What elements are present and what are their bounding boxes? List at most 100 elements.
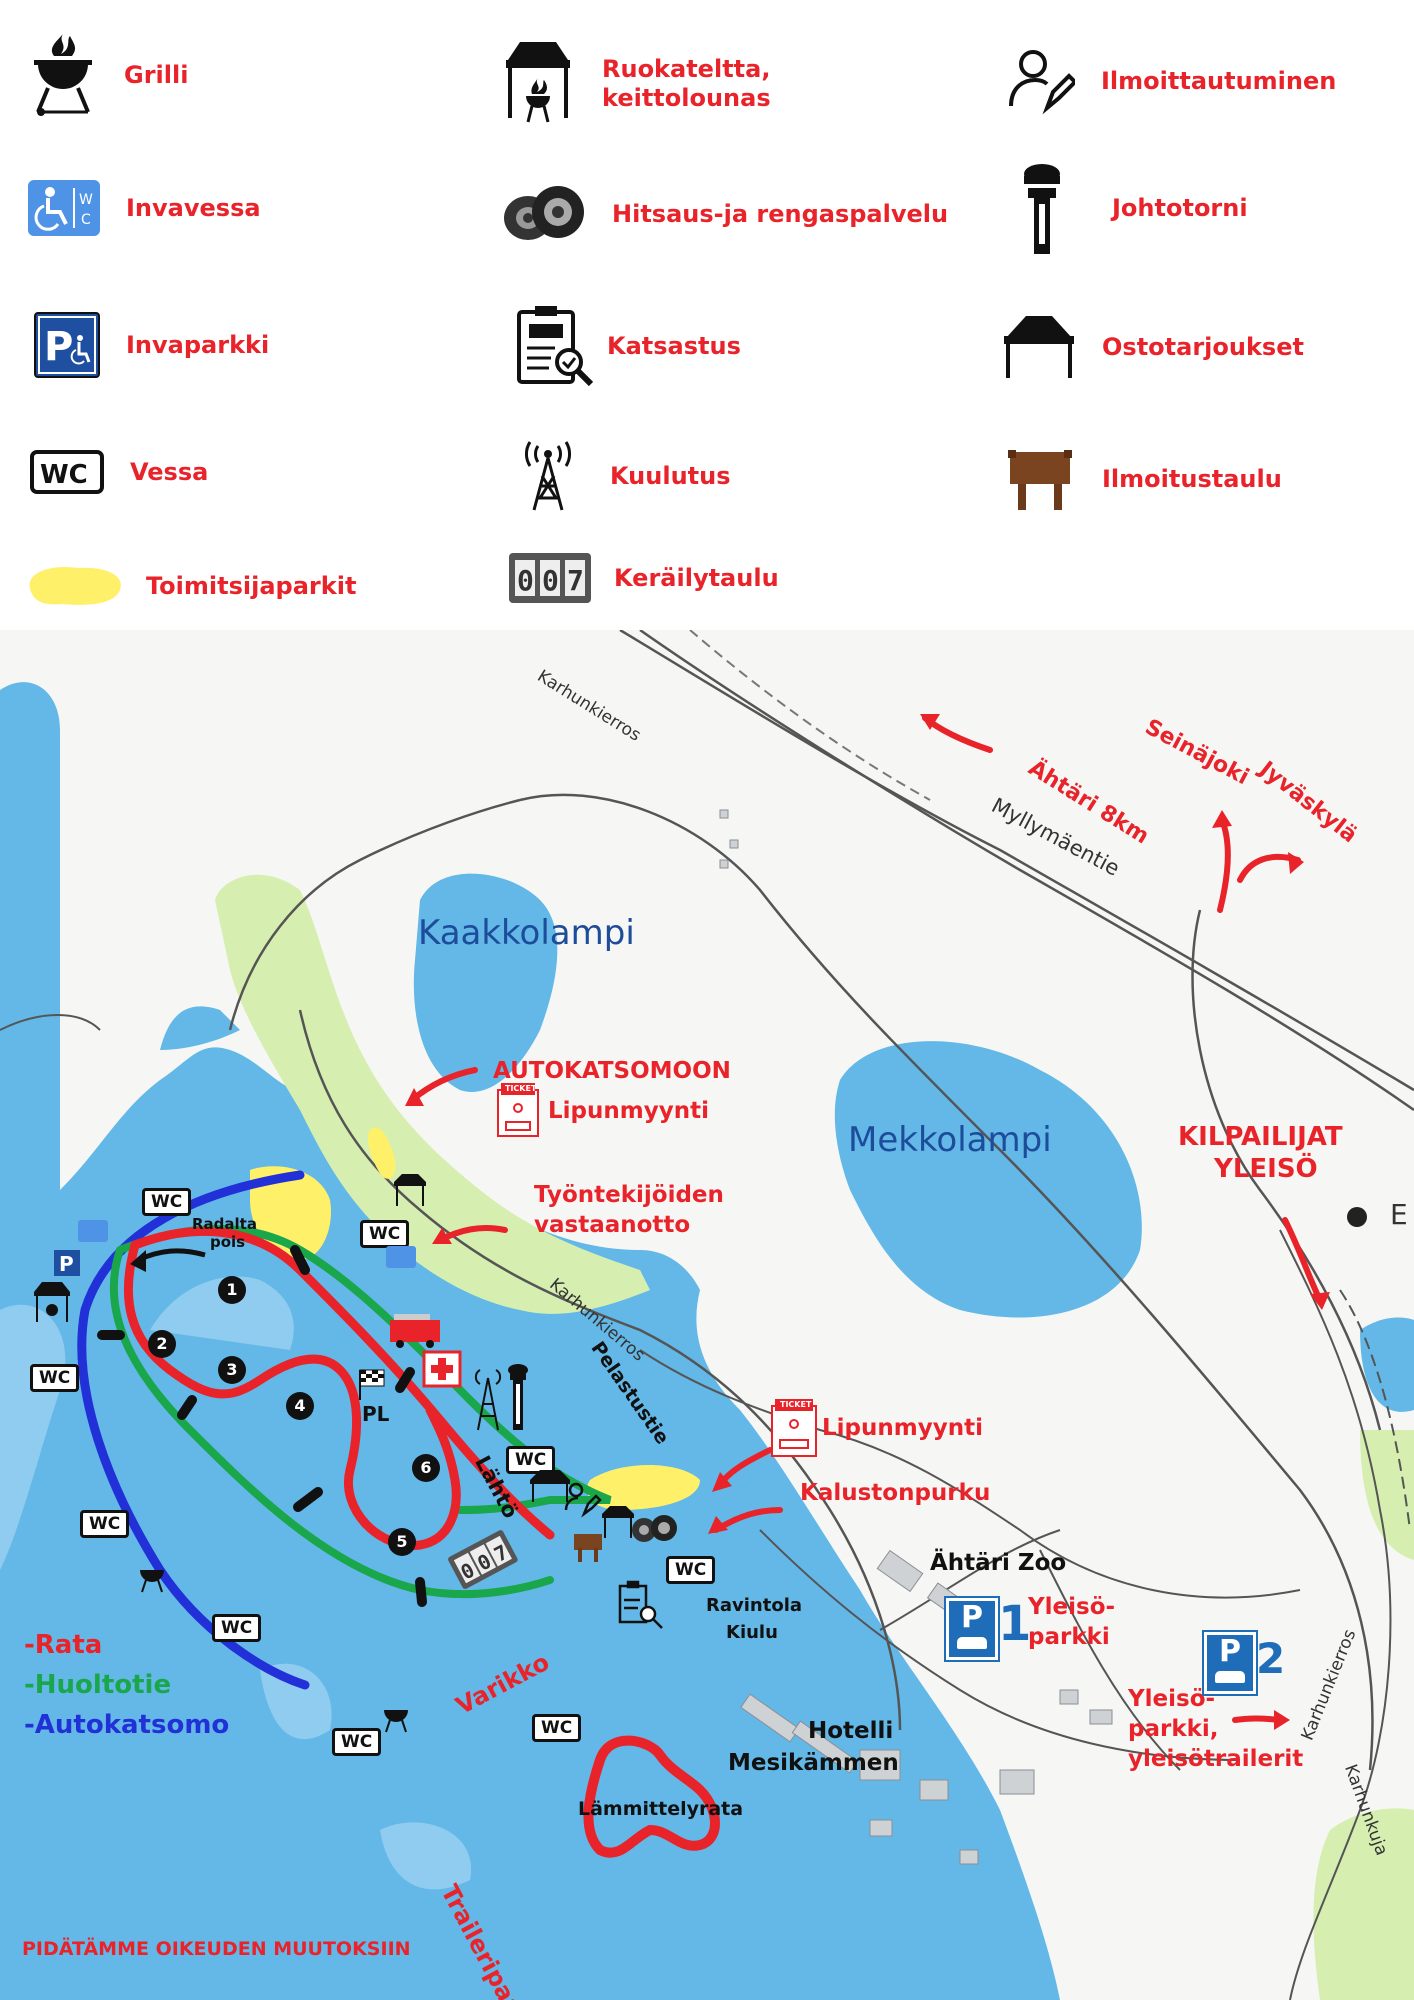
track-number-3: 3 (218, 1356, 246, 1384)
wc-marker: WC (30, 1364, 80, 1392)
label-yleisoparkki-2b: parkki, (1128, 1716, 1219, 1742)
public-parking-2-number: 2 (1256, 1634, 1286, 1683)
svg-text:WC: WC (40, 460, 88, 490)
parking-letter: P (1219, 1634, 1241, 1669)
rata-route (123, 1226, 555, 1550)
event-map: Kaakkolampi Mekkolampi Karhunkierros Myl… (0, 630, 1414, 2000)
legend-item-toimitsijaparkit: Toimitsijaparkit (22, 562, 356, 610)
official-parking-icon (29, 566, 121, 605)
control-tower-icon (1024, 164, 1060, 254)
legend-item-grilli: Grilli (28, 30, 188, 120)
wc-marker: WC (506, 1446, 556, 1474)
legend-label-hitsaus: Hitsaus-ja rengaspalvelu (612, 199, 949, 228)
public-parking-2-sign: P (1202, 1630, 1258, 1696)
lammittelyrata-loop (583, 1735, 720, 1858)
wc-marker: WC (142, 1188, 192, 1216)
map-base (0, 630, 1414, 2000)
track-number-6: 6 (412, 1454, 440, 1482)
route-legend-rata: -Rata (24, 1630, 103, 1660)
public-parking-1-sign: P (944, 1596, 1000, 1662)
label-disclaimer: PIDÄTÄMME OIKEUDEN MUUTOKSIIN (22, 1938, 411, 1960)
legend-item-ostotarjoukset: Ostotarjoukset (1002, 314, 1304, 380)
label-lipunmyynti-1: Lipunmyynti (548, 1098, 709, 1124)
wc-marker: WC (532, 1714, 582, 1742)
tent-icon (1004, 316, 1074, 378)
svg-text:0: 0 (542, 564, 559, 597)
svg-text:C: C (81, 212, 91, 228)
label-yleisoparkki-2c: yleisötrailerit (1128, 1746, 1304, 1772)
parking-letter: P (961, 1600, 983, 1635)
svg-text:P: P (44, 324, 73, 370)
legend-label-grilli: Grilli (124, 60, 189, 89)
legend-label-ostotarjoukset: Ostotarjoukset (1102, 332, 1304, 361)
label-yleisoparkki-1b: parkki (1028, 1624, 1110, 1650)
label-ravintola-2: Kiulu (726, 1622, 778, 1643)
track-number-5: 5 (388, 1528, 416, 1556)
mekkolampi-lake (834, 1041, 1142, 1318)
legend-item-ilmoitustaulu: Ilmoitustaulu (1008, 448, 1282, 510)
legend-item-ilmoittautuminen: Ilmoittautuminen (1005, 46, 1336, 116)
direction-kilpailijat: KILPAILIJAT (1178, 1122, 1343, 1152)
label-pl: PL (362, 1402, 390, 1426)
legend-label-johtotorni: Johtotorni (1112, 193, 1248, 222)
wc-marker: WC (332, 1728, 382, 1756)
tires-icon (504, 186, 584, 240)
legend-item-invavessa: W C Invavessa (28, 180, 261, 236)
legend-label-ilmoittautuminen: Ilmoittautuminen (1101, 66, 1337, 95)
car-icon (1215, 1671, 1245, 1683)
notice-board-icon (1008, 450, 1072, 510)
wc-icon: WC (30, 450, 104, 494)
label-tyontekijoiden-1: Työntekijöiden (534, 1182, 724, 1208)
legend-label-invaparkki: Invaparkki (126, 330, 270, 359)
legend-label-toimitsijaparkit: Toimitsijaparkit (146, 571, 357, 600)
route-legend-huoltotie: -Huoltotie (24, 1670, 172, 1700)
lake-label-kaakkolampi: Kaakkolampi (418, 913, 635, 953)
legend-item-hitsaus: Hitsaus-ja rengaspalvelu (500, 182, 948, 246)
kaakkolampi-lake (413, 873, 558, 1092)
legend-item-kuulutus: Kuulutus (520, 440, 731, 512)
wc-marker: WC (80, 1510, 130, 1538)
legend-label-ilmoitustaulu: Ilmoitustaulu (1102, 464, 1282, 493)
parkland (215, 874, 650, 1314)
label-kalustonpurku: Kalustonpurku (800, 1480, 991, 1506)
label-hotelli-1: Hotelli (808, 1718, 894, 1744)
legend-label-invavessa: Invavessa (126, 193, 261, 222)
legend-label-ruokateltta: Ruokateltta, keittolounas (602, 55, 771, 112)
food-tent-icon (506, 42, 570, 123)
legend-item-katsastus: Katsastus (515, 304, 741, 388)
label-lipunmyynti-2: Lipunmyynti (822, 1415, 983, 1441)
broadcast-icon (525, 441, 571, 511)
legend-label-kerailytaulu: Keräilytaulu (614, 563, 779, 592)
svg-text:0: 0 (517, 564, 534, 597)
legend-item-kerailytaulu: 0 0 7 Keräilytaulu (508, 552, 779, 604)
track-number-2: 2 (148, 1330, 176, 1358)
label-hotelli-2: Mesikämmen (728, 1750, 899, 1776)
label-zoo: Ähtäri Zoo (930, 1550, 1067, 1576)
legend-label-vessa: Vessa (130, 457, 209, 486)
lake-label-mekkolampi: Mekkolampi (848, 1120, 1052, 1160)
registration-icon (1009, 50, 1075, 115)
public-parking-1-number: 1 (998, 1596, 1032, 1652)
accessible-parking-icon: P (34, 312, 100, 378)
wc-marker: WC (666, 1556, 716, 1584)
label-radalta-1: Radalta (192, 1215, 257, 1233)
direction-yleiso: YLEISÖ (1214, 1154, 1318, 1184)
svg-text:W: W (79, 192, 93, 208)
legend-item-ruokateltta: Ruokateltta, keittolounas (500, 38, 802, 130)
score-board-icon: 0 0 7 (509, 553, 591, 603)
legend-label-kuulutus: Kuulutus (610, 461, 731, 490)
accessible-wc-icon: W C (28, 180, 100, 236)
wc-marker: WC (360, 1220, 410, 1248)
legend-item-invaparkki: P Invaparkki (34, 312, 269, 378)
label-yleisoparkki-1a: Yleisö- (1028, 1594, 1116, 1620)
legend-item-vessa: WC Vessa (30, 450, 208, 494)
label-tyontekijoiden-2: vastaanotto (534, 1212, 691, 1238)
grill-icon (34, 34, 92, 116)
road-label-e: E (1390, 1198, 1408, 1231)
route-legend-autokatsomo: -Autokatsomo (24, 1710, 230, 1740)
car-icon (957, 1637, 987, 1649)
label-autokatsomoon: AUTOKATSOMOON (493, 1058, 731, 1084)
label-lammittelyrata: Lämmittelyrata (578, 1798, 744, 1820)
track-number-4: 4 (286, 1392, 314, 1420)
label-radalta-2: pois (210, 1233, 246, 1251)
